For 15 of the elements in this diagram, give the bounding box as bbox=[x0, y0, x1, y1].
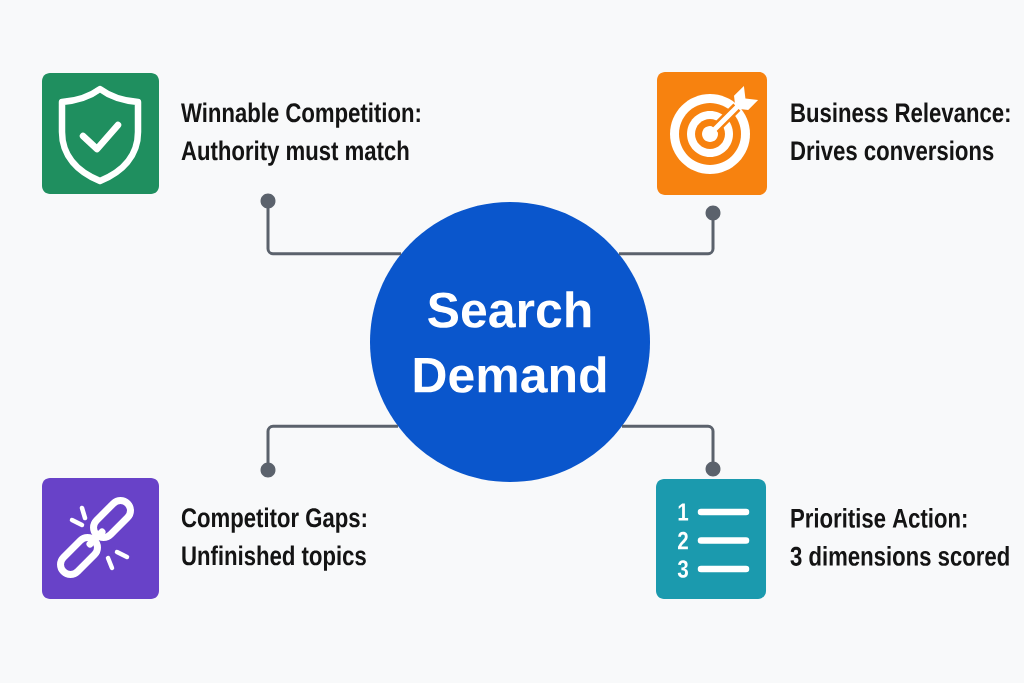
item-description: Drives conversions bbox=[791, 140, 994, 161]
connector-line bbox=[260, 424, 399, 478]
list-number: 1 bbox=[678, 503, 689, 521]
item-description: 3 dimensions scored bbox=[790, 546, 1009, 566]
list-number: 3 bbox=[677, 560, 688, 578]
item-heading: Prioritise Action: bbox=[791, 508, 967, 528]
item-heading: Competitor Gaps: bbox=[181, 507, 366, 533]
item-description: Unfinished topics bbox=[182, 545, 366, 571]
item-heading: Winnable Competition: bbox=[181, 102, 420, 128]
connector-line bbox=[260, 193, 402, 256]
connector-line bbox=[622, 424, 721, 477]
item-heading: Business Relevance: bbox=[791, 102, 1010, 123]
list-number: 2 bbox=[678, 531, 688, 550]
item-description: Authority must match bbox=[181, 140, 409, 166]
connector-line bbox=[618, 205, 721, 256]
